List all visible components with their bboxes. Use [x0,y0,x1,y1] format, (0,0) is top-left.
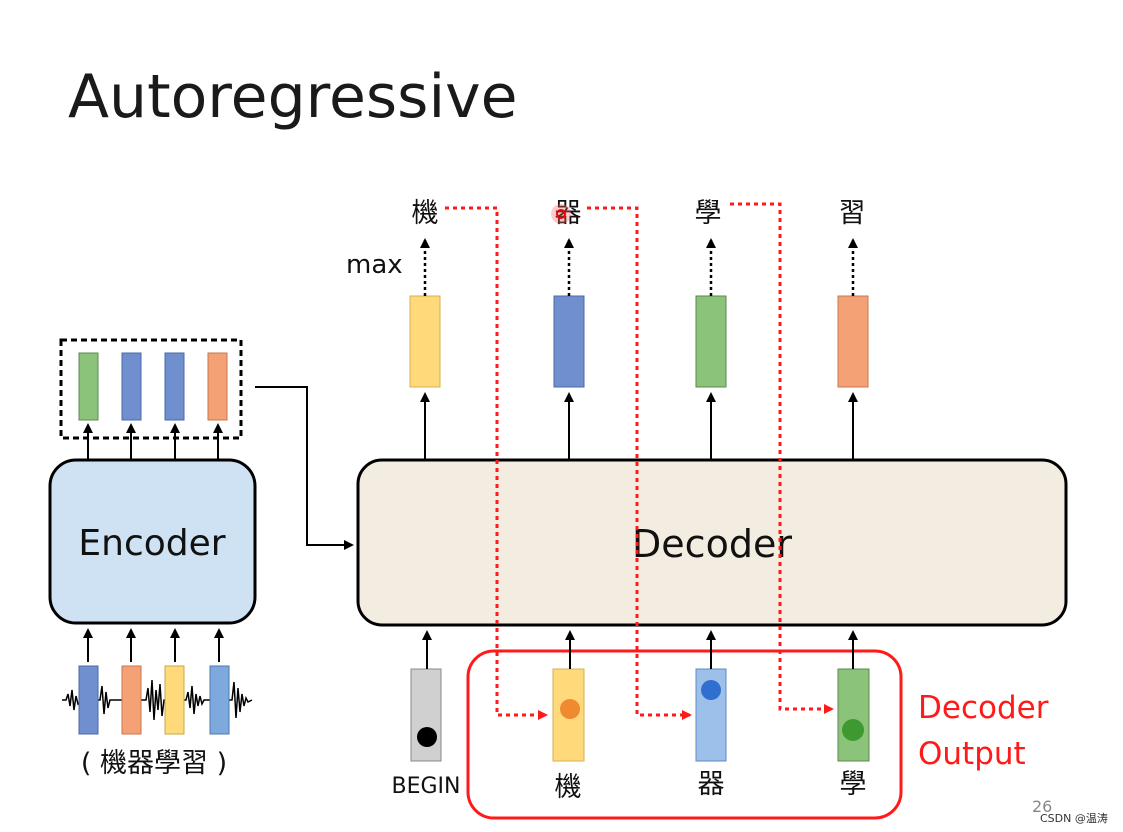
encoder-box [48,458,257,625]
feedback-arrows [445,202,834,720]
encoder-output-vector [164,352,185,421]
decoder-output-vector [553,295,585,388]
output-token: 器 [555,198,582,229]
encoder-output-vector [78,352,99,421]
begin-dot [417,727,437,747]
encoder-input-vector [78,665,99,735]
encoder-input-arrows [83,628,224,662]
encoder-input-label: ( 機器學習 ) [81,748,227,779]
slide-title: Autoregressive [68,62,518,132]
decoder-output-box-label-line1: Decoder [918,690,1049,726]
decoder-output-vector [695,295,727,388]
encoder-input-vector [164,665,185,735]
cursor-highlight [551,204,571,224]
output-token: 學 [695,198,722,229]
decoder-output-vectors [409,295,869,388]
encoder-to-decoder-arrow [255,386,354,550]
page-number: 26 [1032,797,1053,816]
feedback-arrow [587,206,692,720]
cursor-dot [556,209,566,219]
max-label: max [346,250,403,280]
encoder-output-vector [121,352,142,421]
decoder-input-label: 器 [698,769,725,800]
feedback-arrow [730,202,834,714]
decoder-label: Decoder [632,522,792,566]
decoder-input-label: 機 [555,772,582,803]
decoder-input-label: BEGIN [392,774,461,799]
encoder-up-arrows [83,423,223,460]
encoder-input-vector [121,665,142,735]
decoder-input-label: 學 [840,769,867,800]
decoder-input-vector [837,668,870,762]
decoder-output-vector [837,295,869,388]
input-dot [560,699,580,719]
encoder-output-vectors [78,352,228,421]
max-dotted-arrows [420,238,858,296]
decoder-output-box-label-line2: Output [918,736,1026,772]
decoder-output-box [466,649,903,820]
decoder-output-vector [409,295,441,388]
output-token: 機 [412,198,439,229]
decoder-input-vector-begin [410,668,442,762]
output-token: 習 [839,198,866,229]
decoder-input-arrows [422,630,858,669]
feedback-arrow [445,206,548,720]
encoder-input-vectors [78,665,230,735]
encoder-input-vector [209,665,230,735]
encoder-label: Encoder [78,523,225,564]
decoder-input-vectors [410,668,870,762]
encoder-output-vector [207,352,228,421]
decoder-up-arrows [420,392,858,460]
watermark: CSDN @温涛 [1040,812,1108,825]
input-dot [701,680,721,700]
encoder-output-frame [59,338,243,440]
input-dot [842,719,864,741]
